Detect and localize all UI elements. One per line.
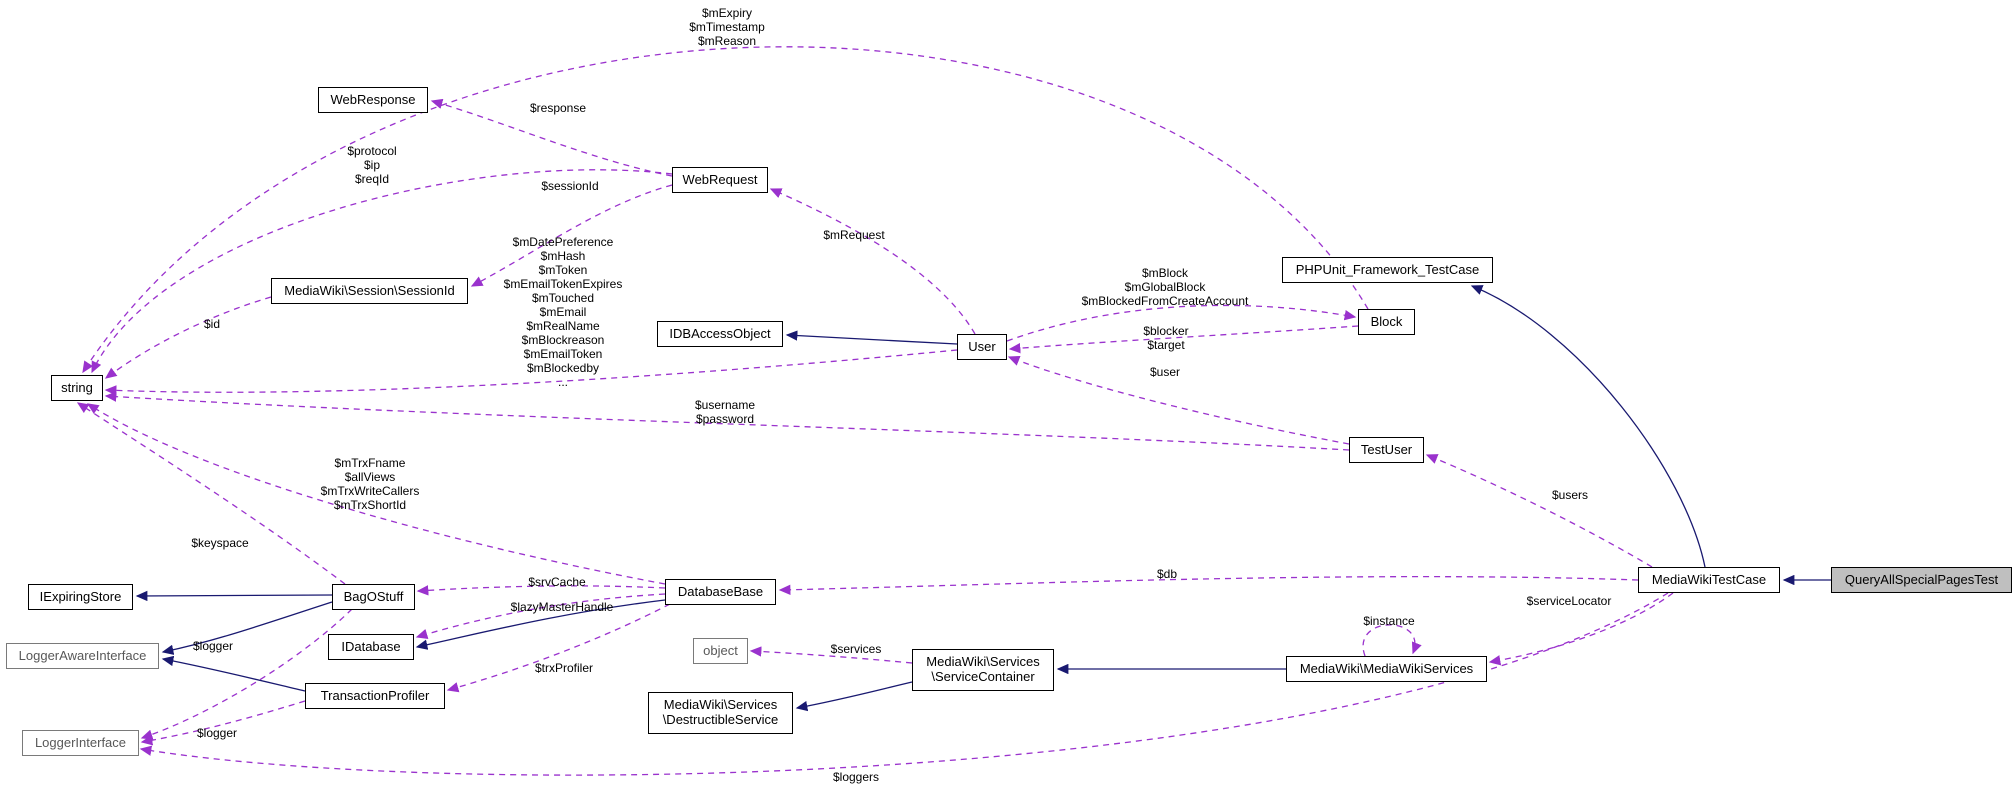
edge-mwtc-mediawikiservices (1488, 592, 1674, 666)
edge-webrequest-string (91, 169, 673, 374)
edge-databasebase-bagostuff (416, 585, 666, 596)
edge-databasebase-idatabase (415, 593, 666, 639)
node-string: string (51, 375, 103, 401)
node-object: object (693, 638, 748, 664)
edge-label-username-password: $username $password (694, 398, 756, 426)
node-testuser[interactable]: TestUser (1349, 437, 1424, 463)
node-destructibleservice[interactable]: MediaWiki\Services \DestructibleService (648, 692, 793, 734)
edge-servicecontainer-destructible (795, 681, 913, 712)
edge-mwtc-loggerinterface (139, 592, 1669, 776)
edge-servicecontainer-object (749, 646, 913, 664)
edge-databasebase-idatabase-solid (415, 599, 666, 650)
node-loggerawareinterface[interactable]: LoggerAwareInterface (6, 643, 159, 669)
edge-mediawikiservices-self (1362, 624, 1422, 657)
edge-label-lazymaster: $lazyMasterHandle (510, 600, 614, 614)
edge-mwtc-databasebase (778, 575, 1639, 595)
edge-label-mrequest: $mRequest (823, 228, 885, 242)
node-mediawikiservices[interactable]: MediaWiki\MediaWikiServices (1286, 656, 1487, 682)
edge-mwtc-phpunit (1470, 285, 1706, 568)
node-mediawikitestcase[interactable]: MediaWikiTestCase (1638, 567, 1780, 593)
edge-databasebase-string (86, 403, 666, 585)
edge-label-mblock: $mBlock $mGlobalBlock $mBlockedFromCreat… (1081, 266, 1249, 308)
edge-webrequest-sessionid (470, 184, 673, 287)
edge-label-response: $response (529, 101, 587, 115)
node-webrequest[interactable]: WebRequest (672, 167, 768, 193)
node-idatabase[interactable]: IDatabase (328, 634, 414, 660)
edge-label-user-attrs: $mDatePreference $mHash $mToken $mEmailT… (503, 235, 623, 389)
node-transactionprofiler[interactable]: TransactionProfiler (305, 683, 445, 709)
edge-label-logger-lower: $logger (196, 726, 238, 740)
edge-label-protocol: $protocol $ip $reqId (347, 144, 397, 186)
edge-bagostuff-loggeraware (161, 601, 333, 655)
edge-label-db: $db (1156, 567, 1178, 581)
edge-bagostuff-string (76, 402, 346, 585)
edge-label-services: $services (830, 642, 882, 656)
node-bagostuff[interactable]: BagOStuff (332, 584, 415, 610)
edge-user-block (1006, 304, 1357, 342)
edge-sessionid-string (104, 296, 272, 379)
node-user[interactable]: User (957, 334, 1007, 360)
edge-label-srvcache: $srvCache (528, 575, 586, 589)
edge-label-logger-upper: $logger (192, 639, 234, 653)
node-queryallspecialpagestest: QueryAllSpecialPagesTest (1831, 567, 2012, 593)
edge-label-loggers: $loggers (832, 770, 880, 784)
node-idbaccessobject[interactable]: IDBAccessObject (657, 321, 783, 347)
edge-label-keyspace: $keyspace (191, 536, 249, 550)
edge-label-sessionid: $sessionId (541, 179, 599, 193)
node-session-sessionid[interactable]: MediaWiki\Session\SessionId (271, 278, 468, 304)
edge-block-string (82, 46, 1369, 374)
edge-label-instance: $instance (1363, 614, 1415, 628)
edge-testuser-string (104, 391, 1350, 451)
node-block[interactable]: Block (1358, 309, 1415, 335)
edge-label-user: $user (1149, 365, 1181, 379)
edge-bagostuff-loggerinterface (140, 608, 353, 740)
edge-label-trxprofiler: $trxProfiler (534, 661, 594, 675)
edge-trxprofiler-loggeraware (161, 655, 306, 692)
edge-label-mtrx: $mTrxFname $allViews $mTrxWriteCallers $… (320, 456, 420, 512)
edge-mwtc-testuser (1425, 454, 1653, 568)
edge-label-servicelocator: $serviceLocator (1526, 594, 1612, 608)
edge-user-string (104, 349, 958, 396)
edge-label-mexpiry: $mExpiry $mTimestamp $mReason (689, 6, 765, 48)
edge-user-idbaccessobject (785, 330, 958, 345)
edge-bagostuff-iexpiringstore (135, 590, 333, 602)
edge-label-blocker-target: $blocker $target (1143, 324, 1189, 352)
node-webresponse[interactable]: WebResponse (318, 87, 428, 113)
edge-webrequest-webresponse (430, 98, 673, 177)
node-databasebase[interactable]: DatabaseBase (665, 579, 776, 605)
node-phpunit-testcase[interactable]: PHPUnit_Framework_TestCase (1282, 257, 1493, 283)
node-iexpiringstore[interactable]: IExpiringStore (28, 584, 133, 610)
edge-label-id: $id (203, 317, 221, 331)
node-servicecontainer[interactable]: MediaWiki\Services \ServiceContainer (912, 649, 1054, 691)
edge-databasebase-trxprofiler (446, 603, 671, 693)
node-loggerinterface[interactable]: LoggerInterface (22, 730, 139, 756)
edge-user-webrequest (769, 188, 976, 335)
edge-label-users: $users (1551, 488, 1589, 502)
